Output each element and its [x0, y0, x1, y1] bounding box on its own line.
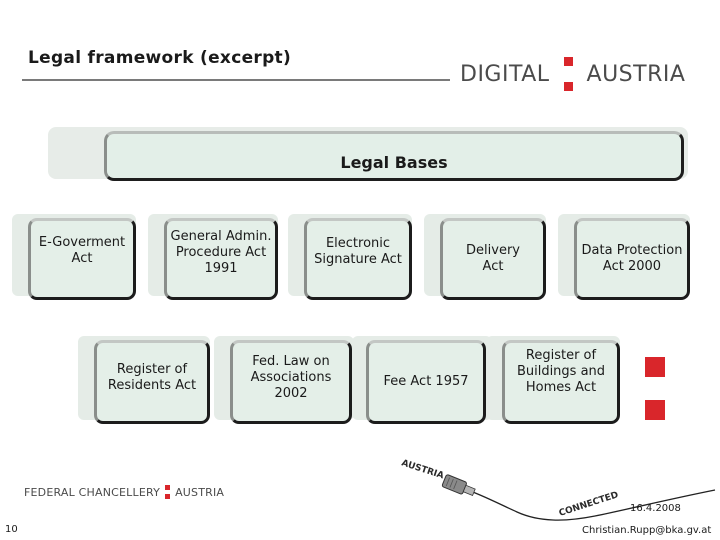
- card-label: Register of Buildings and Homes Act: [516, 348, 606, 395]
- fed-logo-red-mark: [165, 485, 171, 499]
- card-label: E-Goverment Act: [38, 235, 126, 266]
- author-email: Christian.Rupp@bka.gv.at: [582, 525, 712, 536]
- card-data-protection-act: Data Protection Act 2000: [574, 218, 690, 300]
- card-label: Data Protection Act 2000: [581, 243, 683, 274]
- art-word-bottom: CONNECTED: [558, 490, 620, 519]
- fed-logo-left: FEDERAL CHANCELLERY: [24, 485, 161, 499]
- page-number: 10: [5, 524, 18, 535]
- austria-connected-graphic: AUSTRIA CONNECTED: [400, 458, 716, 521]
- federal-chancellery-logo: FEDERAL CHANCELLERY AUSTRIA: [24, 485, 224, 499]
- card-label: General Admin. Procedure Act 1991: [170, 229, 272, 276]
- logo-right-word: AUSTRIA: [586, 61, 686, 87]
- card-e-government-act: E-Goverment Act: [28, 218, 136, 300]
- legal-bases-banner-group: Legal Bases: [48, 123, 688, 187]
- card-fee-act: Fee Act 1957: [366, 340, 486, 424]
- art-word-top: AUSTRIA: [400, 458, 445, 481]
- card-label: Delivery Act: [466, 243, 520, 274]
- fed-logo-right: AUSTRIA: [175, 485, 225, 499]
- digital-austria-logo: DIGITAL AUSTRIA: [460, 56, 685, 92]
- card-label: Fee Act 1957: [383, 374, 469, 389]
- logo-left-word: DIGITAL: [460, 61, 550, 87]
- card-delivery-act: Delivery Act: [440, 218, 546, 300]
- card-register-of-residents-act: Register of Residents Act: [94, 340, 210, 424]
- slide-date: 16.4.2008: [630, 503, 681, 514]
- title-underline: [22, 79, 450, 81]
- banner-label: Legal Bases: [340, 153, 448, 172]
- card-fed-law-on-associations: Fed. Law on Associations 2002: [230, 340, 352, 424]
- card-label: Fed. Law on Associations 2002: [250, 354, 332, 401]
- page-title: Legal framework (excerpt): [28, 48, 292, 68]
- red-square-decoration: [645, 400, 665, 420]
- logo-red-mark: [563, 57, 573, 91]
- card-general-admin-procedure-act: General Admin. Procedure Act 1991: [164, 218, 278, 300]
- card-label: Electronic Signature Act: [314, 236, 402, 267]
- legal-bases-banner: Legal Bases: [104, 131, 684, 181]
- red-square-decoration: [645, 357, 665, 377]
- card-register-of-buildings-and-homes-act: Register of Buildings and Homes Act: [502, 340, 620, 424]
- card-electronic-signature-act: Electronic Signature Act: [304, 218, 412, 300]
- card-label: Register of Residents Act: [107, 362, 197, 393]
